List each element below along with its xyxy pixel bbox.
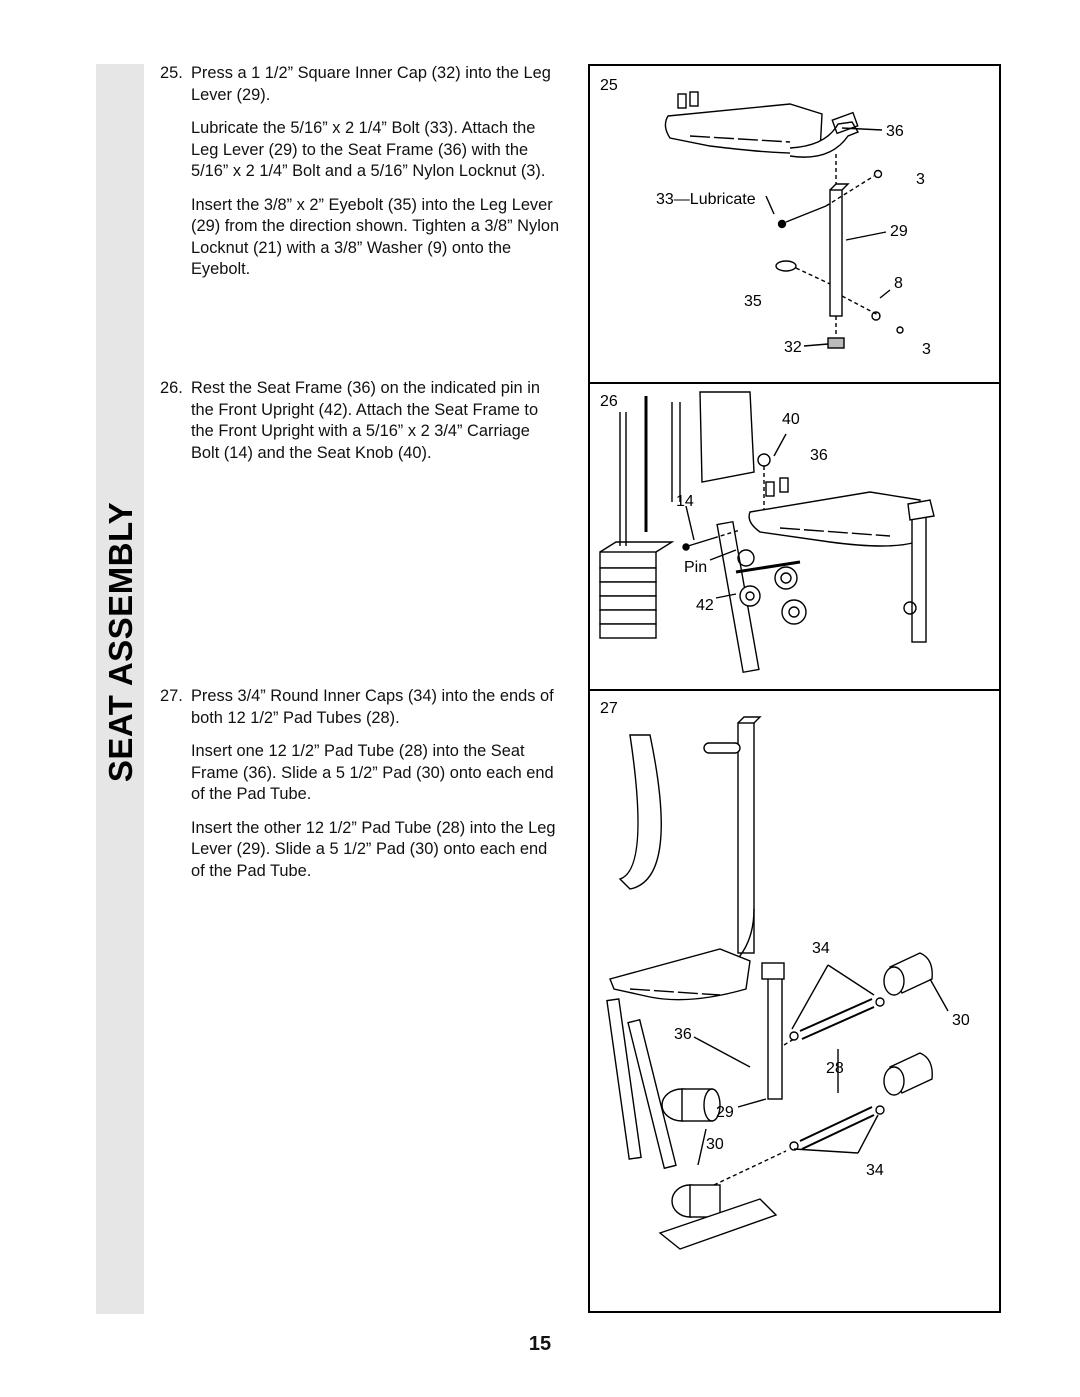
leg-lever [829,189,843,317]
section-title: SEAT ASSEMBLY [102,501,139,783]
label-32: 32 [784,339,802,356]
label-8: 8 [894,275,903,292]
leg-lever-29 [767,974,783,1100]
seat-pad [748,491,921,547]
washer-8 [871,311,881,321]
figure-26: 26 [590,382,999,691]
weight-plate [599,551,657,569]
label-40: 40 [782,411,800,428]
seat-pad [609,948,751,1001]
label-14: 14 [676,493,694,510]
step-26: 26. Rest the Seat Frame (36) on the indi… [160,378,560,476]
label-30-lower: 30 [706,1136,724,1153]
label-29: 29 [890,223,908,240]
pad-tube-28 [799,998,873,1032]
seat-bracket [677,93,687,109]
eyebolt-35 [775,260,797,272]
label-33-lubricate: 33—Lubricate [656,191,756,208]
step-27: 27. Press 3/4” Round Inner Caps (34) int… [160,686,560,894]
seat-pad [664,103,823,154]
label-36: 36 [810,447,828,464]
figure-number: 27 [600,700,618,717]
label-34-bottom: 34 [866,1162,884,1179]
step-number: 25. [160,64,183,82]
step-paragraph: Insert one 12 1/2” Pad Tube (28) into th… [191,742,554,803]
step-number: 26. [160,379,183,397]
figure-25: 25 [590,66,999,384]
section-tab [96,64,144,1314]
locknut-3 [873,169,883,179]
locknut-3-bottom [896,326,904,334]
label-30: 30 [952,1012,970,1029]
seat-knob-40 [757,453,771,467]
figure-26-drawing: 26 [599,391,935,674]
figure-27: 27 [590,689,999,1311]
footplate [658,1198,778,1250]
step-paragraph: Press a 1 1/2” Square Inner Cap (32) int… [191,64,551,104]
label-42: 42 [696,597,714,614]
label-3: 3 [916,171,925,188]
label-34-top: 34 [812,940,830,957]
figure-27-drawing: 27 [600,700,970,1250]
front-upright [737,722,755,954]
figure-number: 26 [600,393,618,410]
page-number: 15 [528,1333,552,1355]
step-paragraph: Lubricate the 5/16” x 2 1/4” Bolt (33). … [191,119,546,180]
figure-panels: 25 [588,64,1001,1313]
seat-frame [789,121,860,158]
round-cap-34 [789,1031,799,1041]
label-29: 29 [716,1104,734,1121]
step-paragraph: Insert the other 12 1/2” Pad Tube (28) i… [191,818,556,880]
back-pad [618,734,662,890]
back-pad [699,391,755,483]
label-36: 36 [674,1026,692,1043]
step-25: 25. Press a 1 1/2” Square Inner Cap (32)… [160,63,560,293]
step-paragraph: Rest the Seat Frame (36) on the indicate… [191,379,540,462]
carriage-bolt-14 [687,537,715,547]
label-3-bottom: 3 [922,341,931,358]
step-number: 27. [160,687,183,705]
square-cap-32 [827,337,845,349]
frame-post [606,998,642,1160]
label-28: 28 [826,1060,844,1077]
label-35: 35 [744,293,762,310]
figure-number: 25 [600,77,618,94]
figure-25-drawing: 25 [600,77,931,358]
label-36: 36 [886,123,904,140]
label-pin: Pin [684,559,707,576]
step-paragraph: Insert the 3/8” x 2” Eyebolt (35) into t… [191,195,560,279]
bolt-33 [785,205,827,223]
leg-lever [911,511,927,643]
step-paragraph: Press 3/4” Round Inner Caps (34) into th… [191,687,554,727]
handle [703,742,741,754]
pulley [737,549,755,567]
